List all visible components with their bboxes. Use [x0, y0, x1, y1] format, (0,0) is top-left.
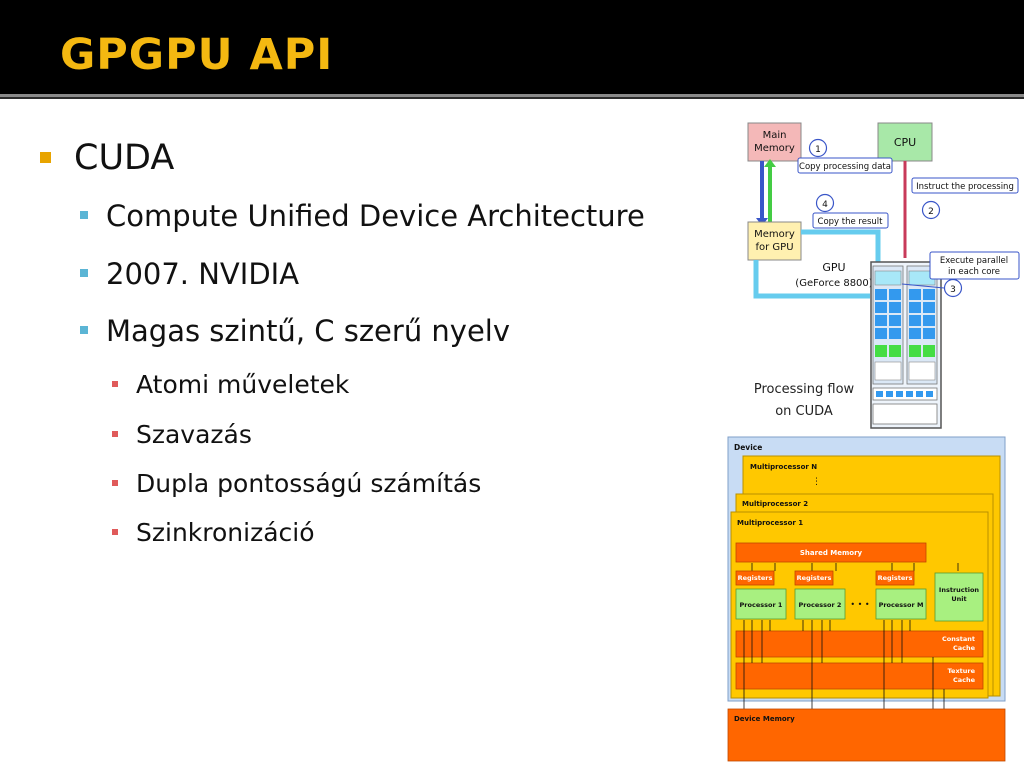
instruction-unit-label: Instruction [939, 586, 980, 594]
main-memory-label: Memory [754, 143, 795, 154]
bullet-item: CUDA [40, 138, 175, 178]
memory-for-gpu-box [747, 221, 802, 261]
flow-caption: Processing flow [754, 382, 855, 397]
step-2-callout [911, 177, 1019, 194]
registers-block [794, 570, 834, 586]
title-underline-shadow [0, 97, 1024, 99]
step-2-label: Instruct the processing [916, 182, 1014, 192]
step-1-callout [797, 157, 893, 174]
bullet-marker [112, 381, 118, 387]
step-4-callout [812, 212, 889, 229]
step-4-label: Copy the result [818, 217, 884, 227]
vertical-ellipsis: ⋮ [812, 477, 821, 487]
title-underline [0, 94, 1024, 97]
bullet-text: Szinkronizáció [136, 518, 315, 547]
multiprocessor-n-label: Multiprocessor N [750, 463, 817, 471]
processor-1-label: Processor 1 [740, 601, 783, 609]
processor-ellipsis: • • • [850, 600, 869, 609]
gpu-memory-cells [876, 391, 933, 397]
title-bar [0, 0, 1024, 94]
processor-2-block [794, 588, 846, 620]
bullet-text: Compute Unified Device Architecture [106, 199, 645, 233]
step-2-marker [921, 200, 941, 220]
bullet-marker [112, 431, 118, 437]
step-4-marker [815, 193, 835, 213]
data-path-from-gpu [753, 260, 870, 299]
texture-cache-label: Cache [953, 676, 976, 684]
device-label: Device [734, 443, 762, 452]
gpu-model-label: (GeForce 8800) [795, 278, 872, 289]
constant-cache-label: Constant [942, 635, 975, 643]
bullet-marker [40, 152, 51, 163]
copy-result-arrowhead [764, 159, 776, 167]
cpu-box [877, 122, 933, 162]
device-memory-block [727, 708, 1006, 762]
shared-memory-block [735, 542, 927, 563]
bullet-text: CUDA [74, 138, 175, 178]
step-3-marker [943, 278, 963, 298]
step-3-pointer [901, 283, 945, 289]
multiprocessor-1-label: Multiprocessor 1 [737, 519, 803, 527]
bullet-item: Szinkronizáció [112, 518, 315, 547]
bullet-item: Magas szintű, C szerű nyelv [80, 314, 511, 348]
shared-memory-label: Shared Memory [800, 549, 863, 557]
bullet-text: Szavazás [136, 420, 252, 449]
data-path-to-gpu [801, 229, 881, 272]
bullet-item: Atomi műveletek [112, 370, 350, 399]
bullet-marker [80, 326, 88, 334]
processor-m-block [875, 588, 927, 620]
cpu-label: CPU [894, 136, 916, 149]
instruction-unit-label: Unit [951, 595, 966, 603]
registers-label: Registers [738, 574, 773, 582]
bullet-marker [112, 529, 118, 535]
step-1-number: 1 [815, 145, 821, 155]
processor-1-block [735, 588, 787, 620]
bullet-text: Magas szintű, C szerű nyelv [106, 314, 511, 348]
step-4-number: 4 [822, 200, 828, 210]
device-memory-label: Device Memory [734, 715, 795, 723]
gpu-label: GPU [822, 261, 845, 274]
step-3-callout [929, 251, 1020, 280]
step-3-number: 3 [950, 285, 956, 295]
bullet-item: Compute Unified Device Architecture [80, 199, 645, 233]
cache-arrows [743, 620, 945, 710]
step-3-label: Execute parallel [940, 256, 1008, 266]
gpu-cores [874, 270, 936, 381]
constant-cache-block [735, 630, 984, 658]
bullet-item: Dupla pontosságú számítás [112, 469, 482, 498]
registers-block [875, 570, 915, 586]
step-1-marker [808, 138, 828, 158]
main-memory-box [747, 122, 802, 162]
registers-label: Registers [878, 574, 913, 582]
instruction-unit-block [934, 572, 984, 622]
slide-title: GPGPU API [60, 30, 334, 80]
bullet-marker [80, 269, 88, 277]
registers-block [735, 570, 775, 586]
step-2-number: 2 [928, 207, 934, 217]
bullet-text: 2007. NVIDIA [106, 257, 300, 291]
registers-label: Registers [797, 574, 832, 582]
processor-2-label: Processor 2 [799, 601, 842, 609]
step-3-label: in each core [948, 267, 1000, 277]
bullet-text: Atomi műveletek [136, 370, 350, 399]
bullet-item: Szavazás [112, 420, 252, 449]
texture-cache-block [735, 662, 984, 690]
constant-cache-label: Cache [953, 644, 976, 652]
gpu-device-memory-row [872, 403, 938, 425]
step-1-label: Copy processing data [799, 162, 891, 172]
processor-m-label: Processor M [879, 601, 924, 609]
bullet-item: 2007. NVIDIA [80, 257, 300, 291]
multiprocessor-2-label: Multiprocessor 2 [742, 500, 808, 508]
bullet-marker [80, 211, 88, 219]
bullet-marker [112, 480, 118, 486]
flow-caption: on CUDA [775, 404, 833, 419]
memory-for-gpu-label: Memory [754, 229, 795, 240]
shared-memory-arrows [751, 563, 959, 571]
memory-for-gpu-label: for GPU [755, 242, 793, 253]
main-memory-label: Main [763, 130, 787, 141]
texture-cache-label: Texture [947, 667, 975, 675]
bullet-text: Dupla pontosságú számítás [136, 469, 482, 498]
